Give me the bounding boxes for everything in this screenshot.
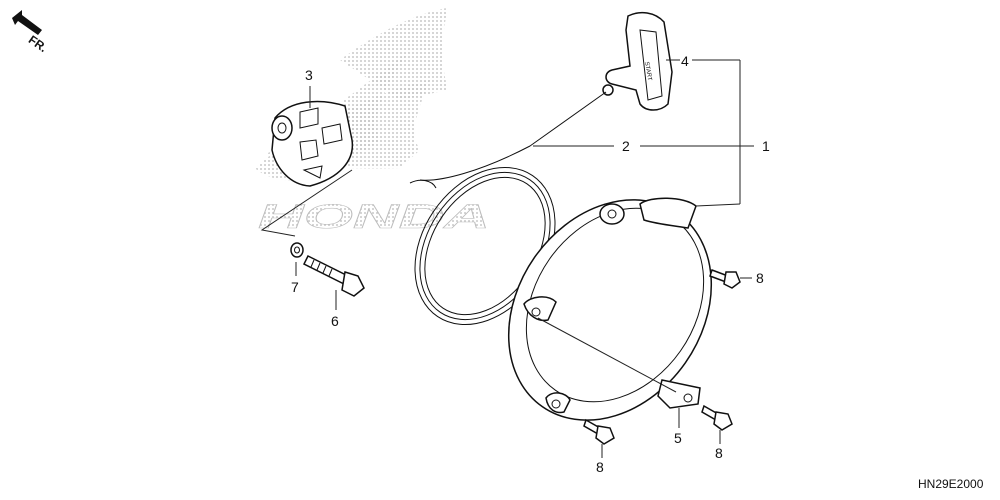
handle-start-text: START <box>643 61 652 81</box>
starter-pulley-part <box>271 100 354 187</box>
callout-8-lower-right: 8 <box>715 445 723 461</box>
callout-4: 4 <box>681 53 689 69</box>
honda-logo-text: HONDA <box>258 198 490 236</box>
case-bolt-lower-left <box>583 418 615 445</box>
callout-2: 2 <box>622 138 630 154</box>
callout-8-upper: 8 <box>756 270 764 286</box>
callout-3: 3 <box>305 67 313 83</box>
callout-1: 1 <box>762 138 770 154</box>
recoil-starter-case-part <box>507 197 713 421</box>
rope-guide-bracket-part <box>537 317 701 409</box>
flange-bolt-part <box>302 254 365 297</box>
callout-leader-lines <box>295 59 754 458</box>
callout-7: 7 <box>291 279 299 295</box>
pulley-assembly-bracket <box>260 169 353 237</box>
case-bolt-upper <box>709 269 741 289</box>
callout-6: 6 <box>331 313 339 329</box>
starter-grip-handle-part: START <box>602 11 673 111</box>
front-direction-arrow: FR. <box>12 10 50 55</box>
diagram-code: HN29E2000 <box>918 477 984 491</box>
callout-8-lower-left: 8 <box>596 459 604 475</box>
case-bolt-lower-right <box>701 404 733 431</box>
front-direction-label: FR. <box>26 32 50 55</box>
washer-part <box>290 242 304 258</box>
bracket-mounting-line <box>537 317 677 393</box>
callout-5: 5 <box>674 430 682 446</box>
